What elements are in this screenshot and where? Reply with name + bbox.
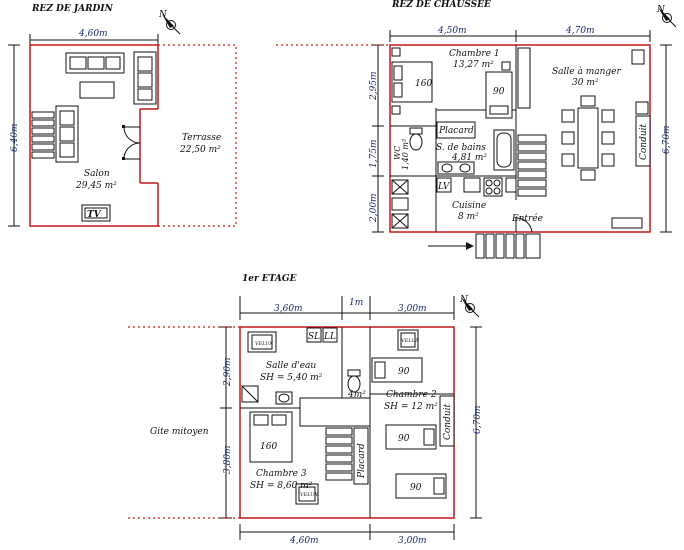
etage-dim-bottom-2: 3,00m xyxy=(398,536,427,546)
cooktop-icon xyxy=(483,177,503,197)
etage-title: 1er ETAGE xyxy=(242,274,297,284)
salle-manger-label: Salle à manger xyxy=(552,66,621,77)
rez-de-jardin-plan: REZ DE JARDIN N 4,60m 6,40m xyxy=(8,4,237,227)
lv-label: LV xyxy=(437,182,451,192)
chambre2-label: Chambre 2 xyxy=(386,390,437,400)
svg-text:VELUX: VELUX xyxy=(401,338,420,344)
ll-label: LL xyxy=(323,332,336,342)
palier-area: 4m² xyxy=(347,390,366,400)
premier-etage-plan: 1er ETAGE N 3,60m 1m 3,00m 2,90m 3,80m 6… xyxy=(128,274,483,546)
rdc-dim-top-left: 4,50m xyxy=(437,26,467,36)
rdj-height-label: 6,40m xyxy=(10,123,20,152)
etage-dim-top-3: 3,00m xyxy=(398,304,427,314)
rdj-width-label: 4,60m xyxy=(78,29,108,39)
rdc-title: REZ DE CHAUSSEE xyxy=(391,0,491,10)
cuisine-label: Cuisine xyxy=(452,201,486,211)
etage-dim-top-1: 3,60m xyxy=(274,304,303,314)
sl-box xyxy=(306,327,322,343)
rdc-dim-left-2: 1,75m xyxy=(369,139,379,168)
chambre2-area: SH = 12 m² xyxy=(384,402,438,412)
landing xyxy=(299,397,371,427)
bed-90-rdc-label: 90 xyxy=(493,87,505,97)
etage-dim-bottom-1: 4,60m xyxy=(289,536,319,546)
bed-160-rdc-label: 160 xyxy=(415,79,432,89)
dining-table-icon xyxy=(561,95,615,181)
salon-area: 29,45 m² xyxy=(75,181,117,191)
svg-text:VELUX: VELUX xyxy=(255,341,274,347)
etage-dim-right: 6,70m xyxy=(473,405,483,434)
ll-box xyxy=(322,327,338,343)
sink-icon xyxy=(437,161,475,175)
salle-eau-area: SH = 5,40 m² xyxy=(260,373,323,383)
sdb-label: S. de bains xyxy=(436,143,486,153)
etage-dim-left-1: 2,90m xyxy=(223,357,233,387)
gite-label: Gite mitoyen xyxy=(150,427,209,437)
etage-dim-top-2: 1m xyxy=(349,298,363,308)
compass-etage-icon: N xyxy=(459,295,480,318)
bed-90-etage-c-label: 90 xyxy=(410,483,422,493)
etage-dim-left-2: 3,80m xyxy=(223,445,233,474)
stairs-rdc xyxy=(517,134,547,197)
compass-rdc-icon: N xyxy=(656,5,677,28)
conduit-rdc xyxy=(635,115,651,167)
velux-icon: VELUX VELUX VELUX xyxy=(247,329,420,505)
rdc-dim-right: 6,70m xyxy=(662,125,672,154)
compass-rdj-letter: N xyxy=(158,10,168,20)
sdb-area: 4,81 m² xyxy=(451,153,487,163)
wardrobe-rdc xyxy=(517,47,531,109)
salle-manger-area: 30 m² xyxy=(572,78,599,88)
chambre3-label: Chambre 3 xyxy=(256,469,307,479)
conduit-etage xyxy=(439,395,455,447)
bed-90-etage-a-label: 90 xyxy=(398,367,410,377)
bed-160-etage-label: 160 xyxy=(260,442,277,452)
rdj-walls xyxy=(29,44,159,227)
rez-de-chaussee-plan: REZ DE CHAUSSEE N 4,50m 4,70m 2,95m 1,75… xyxy=(276,0,677,259)
rdc-dim-left-3: 2,00m xyxy=(369,193,379,223)
placard-rdc-label: Placard xyxy=(438,126,474,136)
rdj-title: REZ DE JARDIN xyxy=(31,4,114,14)
bed-90-etage-b-label: 90 xyxy=(398,434,410,444)
rdc-dim-left-1: 2,95m xyxy=(369,71,379,101)
tv-label: TV xyxy=(87,210,102,220)
stairs-etage xyxy=(325,427,353,481)
entree-label: Entrée xyxy=(511,213,543,224)
placard-etage-label: Placard xyxy=(357,443,367,479)
placard-etage xyxy=(353,427,369,485)
compass-rdc-letter: N xyxy=(656,5,666,15)
svg-text:VELUX: VELUX xyxy=(300,492,319,498)
wc-label: WC xyxy=(393,146,402,160)
toilet-icon xyxy=(347,369,361,393)
door-rdj-icon xyxy=(122,125,141,160)
wc-icon xyxy=(409,127,423,151)
placard-rdc xyxy=(436,121,476,139)
entrance-arrow-icon xyxy=(428,242,474,250)
terrasse-label: Terrasse xyxy=(182,133,221,143)
rdc-dim-top-right: 4,70m xyxy=(565,26,595,36)
conduit-rdc-label: Conduit xyxy=(639,123,649,160)
entrance-steps xyxy=(475,217,541,259)
salle-eau-label: Salle d'eau xyxy=(266,361,316,371)
cuisine-area: 8 m² xyxy=(458,212,479,222)
compass-etage-letter: N xyxy=(459,295,469,305)
coffee-table xyxy=(79,81,115,99)
stairs-rdj xyxy=(31,111,55,159)
wc-area: 1,40 m² xyxy=(401,139,410,170)
chambre1-area: 13,27 m² xyxy=(453,60,494,70)
chambre1-label: Chambre 1 xyxy=(449,49,500,59)
compass-rdj-icon: N xyxy=(158,10,181,35)
lv-appliance xyxy=(436,177,452,193)
salon-label: Salon xyxy=(84,169,110,179)
sl-label: SL xyxy=(308,332,320,342)
conduit-etage-label: Conduit xyxy=(443,403,453,440)
chambre3-area: SH = 8,60 m² xyxy=(250,481,313,491)
terrasse-area: 22,50 m² xyxy=(179,145,221,155)
